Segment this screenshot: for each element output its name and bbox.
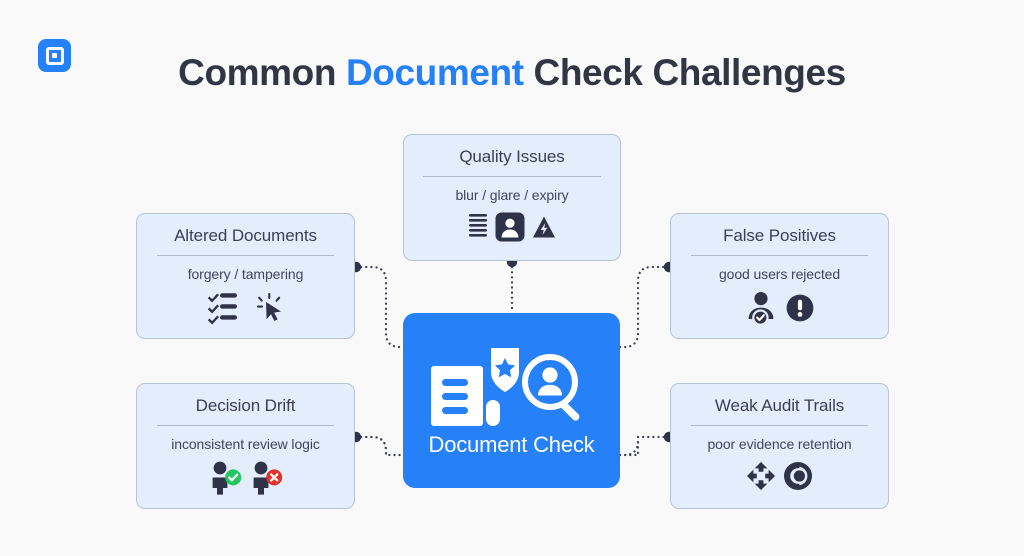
person-rejected-icon <box>253 461 283 495</box>
connector-decision-stub <box>354 435 388 457</box>
card-subtitle: poor evidence retention <box>707 436 852 452</box>
cursor-click-icon <box>257 293 281 321</box>
page-title-accent: Document <box>345 52 524 93</box>
card-title: Weak Audit Trails <box>714 396 845 415</box>
lines-icon <box>469 214 487 237</box>
recycle-arrows-icon <box>747 462 775 490</box>
page-title: Common Document Check Challenges <box>0 52 1024 94</box>
card-subtitle: forgery / tampering <box>187 266 304 282</box>
card-divider <box>423 176 601 177</box>
connector-hub-weak-stub <box>618 439 640 457</box>
connector-altered-to-hub <box>354 265 406 349</box>
card-icon-row <box>745 291 814 325</box>
card-subtitle: inconsistent review logic <box>171 436 320 452</box>
card-title: Decision Drift <box>195 396 296 415</box>
card-subtitle: good users rejected <box>718 266 841 282</box>
card-weak-audit-trails[interactable]: Weak Audit Trails poor evidence retentio… <box>670 383 889 509</box>
person-approved-icon <box>212 461 242 495</box>
card-divider <box>156 255 335 256</box>
page-title-part2: Check Challenges <box>523 52 847 93</box>
card-quality-issues[interactable]: Quality Issues blur / glare / expiry <box>403 134 621 261</box>
card-icon-row <box>208 461 283 495</box>
connector-decision-to-hub <box>354 435 406 457</box>
card-divider <box>690 425 869 426</box>
card-icon-row <box>746 461 813 491</box>
card-divider <box>156 425 335 426</box>
card-subtitle: blur / glare / expiry <box>455 187 569 203</box>
document-icon <box>430 365 500 426</box>
logo-inner-ring <box>45 46 64 65</box>
card-title: Altered Documents <box>174 226 317 245</box>
id-card-person-icon <box>495 212 525 242</box>
exclamation-circle-icon <box>786 294 814 322</box>
card-altered-documents[interactable]: Altered Documents forgery / tampering <box>136 213 355 339</box>
card-icon-row <box>208 291 283 325</box>
card-false-positives[interactable]: False Positives good users rejected <box>670 213 889 339</box>
checklist-icon <box>208 293 237 325</box>
warning-bolt-icon <box>533 216 555 238</box>
card-divider <box>690 255 869 256</box>
hub-icon-row <box>427 344 597 426</box>
card-title: Quality Issues <box>459 147 565 166</box>
card-icon-row <box>468 212 556 242</box>
card-decision-drift[interactable]: Decision Drift inconsistent review logic <box>136 383 355 509</box>
hub-label: Document Check <box>428 431 595 457</box>
hub-composite-icon <box>430 347 579 426</box>
spiral-disc-icon <box>784 462 812 490</box>
hub-document-check[interactable]: Document Check <box>403 313 620 488</box>
page-title-part1: Common <box>178 52 346 93</box>
connector-hub-to-false <box>618 265 671 349</box>
shield-star-icon <box>490 347 519 392</box>
magnifier-person-icon <box>521 353 579 421</box>
card-title: False Positives <box>723 226 836 245</box>
brand-logo-icon <box>38 39 71 72</box>
connector-hub-to-weak <box>618 435 671 457</box>
logo-core-square <box>52 53 57 58</box>
user-verified-icon <box>748 292 774 325</box>
